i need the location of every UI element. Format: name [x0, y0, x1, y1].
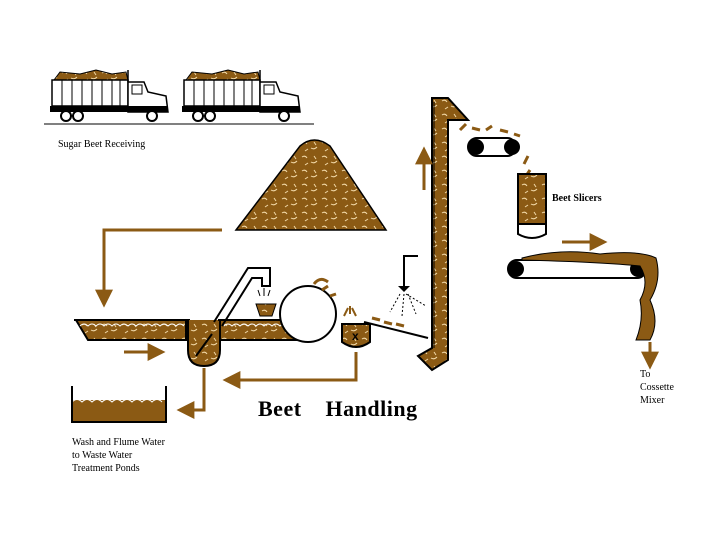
pump-icon — [187, 320, 221, 368]
dump-truck-icon — [50, 69, 169, 122]
slicers-label: Beet Slicers — [552, 193, 602, 204]
return-water-arrow — [222, 352, 358, 389]
pile-to-flume-arrow — [95, 228, 222, 308]
svg-text:x: x — [352, 329, 359, 343]
spray-nozzle-icon — [389, 255, 427, 317]
wash-label-line2: to Waste Water — [72, 450, 133, 461]
tank-icon: x — [341, 323, 371, 348]
conveyor-icon — [213, 267, 277, 327]
dump-truck-icon — [182, 69, 301, 122]
elevator-icon — [416, 97, 471, 372]
receiving-label: Sugar Beet Receiving — [58, 139, 146, 150]
conveyor-icon — [458, 122, 532, 177]
wash-label-line3: Treatment Ponds — [72, 463, 140, 474]
beet-drop — [312, 277, 329, 285]
diagram-title: Beet Handling — [258, 396, 418, 421]
inclined-conveyor — [363, 321, 429, 339]
wash-label-line1: Wash and Flume Water — [72, 437, 165, 448]
conveyor-icon — [507, 251, 659, 341]
mixer-label: Mixer — [640, 395, 665, 406]
cossette-label: Cossette — [640, 382, 674, 393]
waste-water-arrow — [176, 368, 206, 419]
flume-icon — [74, 319, 190, 341]
beet-pile-icon — [234, 139, 388, 231]
slicer-icon — [517, 173, 547, 239]
to-label: To — [640, 369, 651, 380]
tank-icon — [71, 386, 167, 423]
drum-washer-icon — [279, 285, 337, 343]
